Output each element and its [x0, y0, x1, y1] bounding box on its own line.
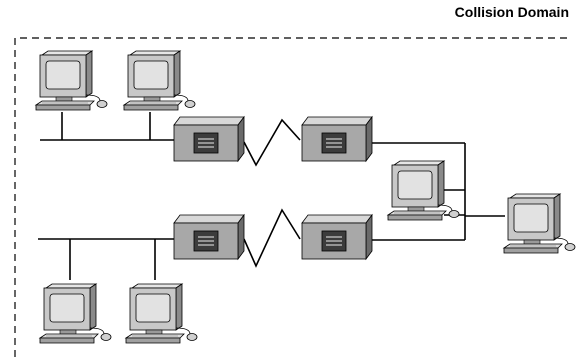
pc-bottom-middle — [125, 283, 198, 344]
wan-link-top — [243, 118, 301, 167]
right-bus — [372, 142, 505, 241]
top-segment — [40, 112, 176, 141]
repeater-top-left — [173, 116, 245, 162]
collision-domain-title: Collision Domain — [454, 4, 569, 20]
collision-domain-boundary — [14, 37, 572, 357]
wan-link-bottom — [243, 208, 301, 268]
repeater-top-right — [301, 116, 373, 162]
repeater-bottom-left — [173, 214, 245, 260]
pc-bottom-left — [39, 283, 112, 344]
pc-top-left — [35, 50, 108, 111]
bottom-segment — [38, 238, 176, 280]
repeater-bottom-right — [301, 214, 373, 260]
pc-outside — [503, 193, 576, 254]
pc-top-middle — [123, 50, 196, 111]
